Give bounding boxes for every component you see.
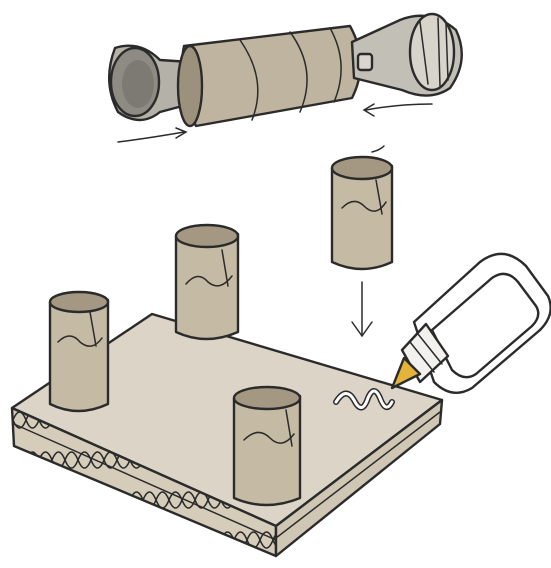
down-arrow <box>352 282 372 336</box>
right-funnel <box>352 14 462 96</box>
glue-bottle <box>392 254 551 393</box>
funnel-ends-tube <box>109 14 462 142</box>
tube-left <box>50 292 108 411</box>
tube-front <box>234 387 300 505</box>
cardboard-tube-horizontal <box>178 26 361 126</box>
tube-falling <box>332 146 392 269</box>
tube-back <box>176 225 238 339</box>
